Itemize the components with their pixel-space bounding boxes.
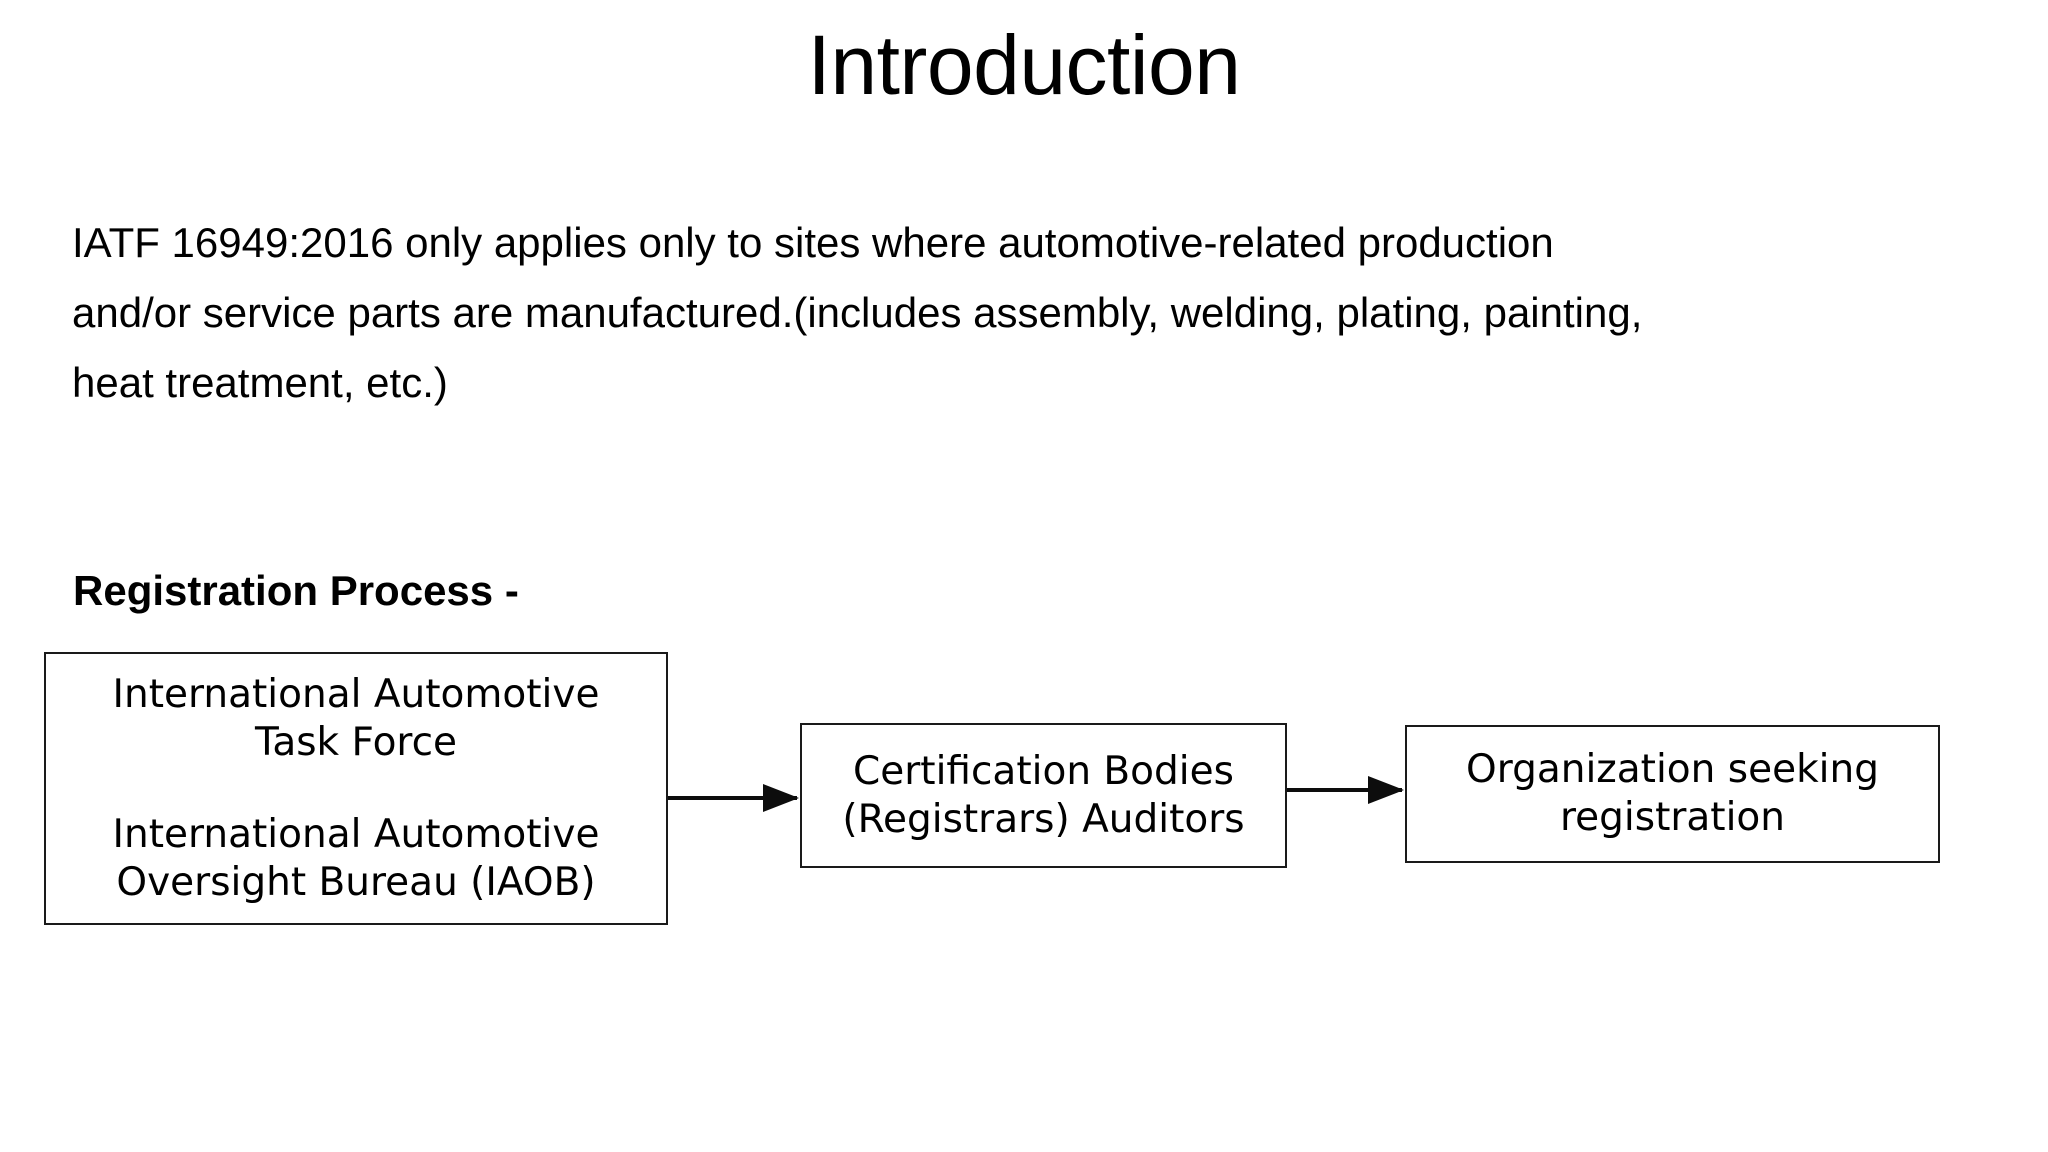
body-line-3: heat treatment, etc.) — [72, 359, 448, 406]
body-line-2: and/or service parts are manufactured.(i… — [72, 289, 1643, 336]
flow-box-text: Certification Bodies(Registrars) Auditor… — [842, 748, 1245, 842]
body-line-1: IATF 16949:2016 only applies only to sit… — [72, 219, 1554, 266]
registration-process-heading: Registration Process - — [73, 567, 519, 614]
flow-box-certification-bodies[interactable]: Certification Bodies(Registrars) Auditor… — [800, 723, 1287, 868]
body-paragraph: IATF 16949:2016 only applies only to sit… — [72, 208, 1932, 418]
page-title: Introduction — [807, 18, 1241, 112]
